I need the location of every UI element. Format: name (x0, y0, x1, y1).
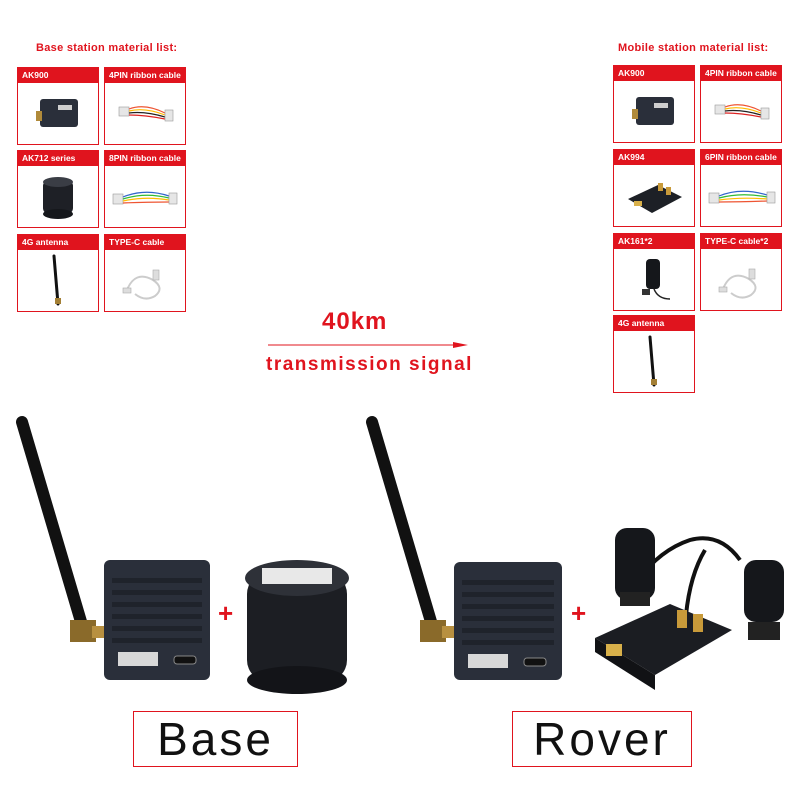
mobile-item-ak994: AK994 (613, 149, 695, 227)
item-label: 6PIN ribbon cable (701, 150, 781, 165)
radio-module-icon (36, 99, 78, 127)
base-item-8pin: 8PIN ribbon cable (104, 150, 186, 228)
gnss-antenna-icon (43, 177, 73, 219)
whip-antenna-icon (648, 335, 657, 387)
base-item-4pin: 4PIN ribbon cable (104, 67, 186, 145)
item-label: 4G antenna (614, 316, 694, 331)
base-list-title: Base station material list: (36, 42, 178, 54)
item-label: AK712 series (18, 151, 98, 166)
rover-setup-illustration (366, 416, 784, 690)
whip-antenna-icon (52, 254, 61, 306)
whip-antenna-icon (16, 416, 108, 642)
base-item-typec: TYPE-C cable (104, 234, 186, 312)
item-label: 4PIN ribbon cable (701, 66, 781, 81)
base-item-4g-antenna: 4G antenna (17, 234, 99, 312)
radio-module-icon (454, 562, 562, 680)
mobile-item-ak900: AK900 (613, 65, 695, 143)
item-label: AK161*2 (614, 234, 694, 249)
small-antenna-icon (642, 259, 671, 300)
receiver-board-icon (595, 604, 732, 690)
item-label: AK900 (18, 68, 98, 83)
item-label: 4PIN ribbon cable (105, 68, 185, 83)
usb-cable-icon (718, 268, 757, 299)
ribbon-cable-icon (112, 191, 178, 205)
base-item-ak900: AK900 (17, 67, 99, 145)
plus-sign: + (218, 598, 234, 628)
mobile-item-6pin: 6PIN ribbon cable (700, 149, 782, 227)
item-label: TYPE-C cable (105, 235, 185, 250)
radio-module-icon (632, 97, 674, 125)
receiver-board-icon (628, 183, 682, 213)
transmission-caption: transmission signal (266, 354, 473, 375)
item-label: 8PIN ribbon cable (105, 151, 185, 166)
base-setup-illustration (16, 416, 349, 694)
item-label: TYPE-C cable*2 (701, 234, 781, 249)
ribbon-cable-icon (714, 104, 770, 120)
mobile-list-title: Mobile station material list: (618, 42, 769, 54)
item-label: AK900 (614, 66, 694, 81)
plus-sign: + (571, 598, 587, 628)
gnss-antenna-icon (245, 560, 349, 694)
ribbon-cable-icon (118, 106, 174, 122)
item-label: AK994 (614, 150, 694, 165)
base-label: Base (133, 711, 298, 767)
mobile-item-typec: TYPE-C cable*2 (700, 233, 782, 311)
small-antenna-icon (615, 528, 655, 606)
mobile-item-4g-antenna: 4G antenna (613, 315, 695, 393)
rover-label: Rover (512, 711, 692, 767)
small-antenna-icon (744, 560, 784, 640)
mobile-item-4pin: 4PIN ribbon cable (700, 65, 782, 143)
base-item-ak712: AK712 series (17, 150, 99, 228)
signal-arrow-icon (268, 342, 468, 348)
item-label: 4G antenna (18, 235, 98, 250)
mobile-item-ak161: AK161*2 (613, 233, 695, 311)
whip-antenna-icon (366, 416, 458, 642)
usb-cable-icon (122, 269, 161, 300)
ribbon-cable-icon (708, 190, 776, 204)
radio-module-icon (104, 560, 210, 680)
distance-label: 40km (322, 308, 388, 335)
